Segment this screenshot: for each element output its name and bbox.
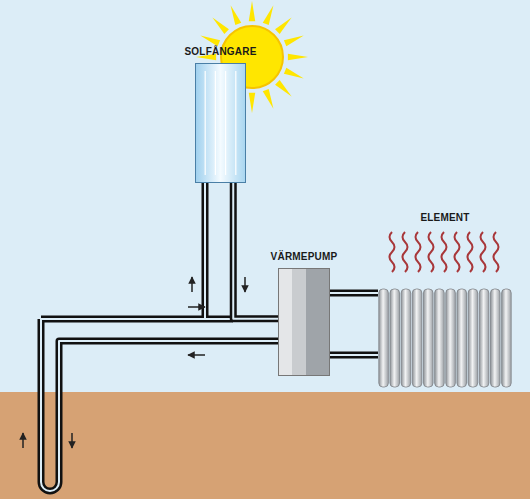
sky (0, 0, 530, 392)
heat-wave (494, 232, 499, 272)
solar-collector: SOLFÅNGARE (195, 63, 246, 183)
heat-wave (403, 232, 408, 272)
pipe-connector (330, 293, 378, 294)
radiator: ELEMENT (378, 288, 512, 388)
heat-wave (390, 232, 395, 272)
heat-wave (481, 232, 486, 272)
flow-arrow (71, 433, 73, 448)
heat-wave (455, 232, 460, 272)
heat-wave (442, 232, 447, 272)
sun-ray (263, 5, 274, 25)
ground (0, 392, 530, 499)
sun-ray (200, 36, 220, 47)
flow-arrows (23, 277, 245, 448)
heat-pump: VÄRMEPUMP (278, 268, 330, 376)
pipe-outline (233, 183, 278, 319)
pipe-core (233, 183, 278, 319)
flow-arrow (22, 433, 24, 448)
pipe-connector (233, 183, 278, 319)
sun-ray (284, 36, 304, 47)
flow-arrow (244, 277, 246, 292)
sun-ray (231, 5, 242, 25)
heat-wave (429, 232, 434, 272)
component-label: SOLFÅNGARE (185, 46, 257, 57)
sun-ray (263, 89, 274, 109)
flow-arrow (191, 277, 193, 292)
sun-ray (212, 17, 229, 34)
collector-shape (195, 63, 246, 183)
sun-ray (249, 93, 255, 113)
pipes (41, 183, 378, 491)
component-label: ELEMENT (420, 212, 469, 223)
radiator-shape (378, 288, 512, 388)
pipe-core (330, 292, 378, 294)
pump-shape (278, 268, 330, 376)
heat-waves (390, 232, 499, 272)
flow-arrow (188, 354, 205, 356)
component-label: VÄRMEPUMP (271, 251, 338, 262)
heat-wave (416, 232, 421, 272)
sun-ray (275, 80, 292, 97)
sun-ray (275, 17, 292, 34)
pipe-outline (330, 290, 378, 297)
flow-arrow (188, 306, 205, 308)
sun-ray (284, 68, 304, 79)
heat-wave (468, 232, 473, 272)
sun-ray (288, 54, 308, 60)
sun-ray (249, 1, 255, 21)
